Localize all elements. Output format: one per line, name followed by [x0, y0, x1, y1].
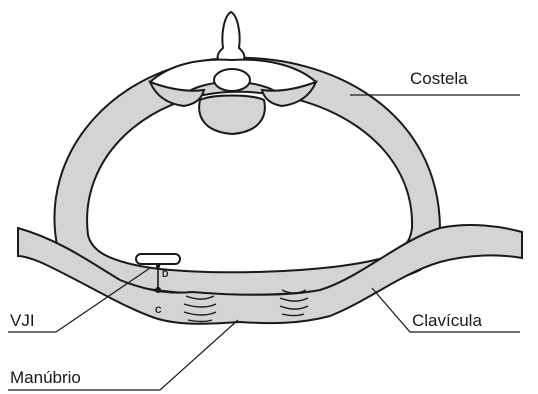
point-d-marker [156, 264, 160, 268]
label-costela: Costela [410, 69, 468, 88]
spinous-process [218, 12, 245, 64]
label-point-d: D [162, 269, 169, 279]
vertebral-foramen [214, 69, 250, 91]
vji-vessel [136, 254, 180, 264]
label-vji: VJI [10, 311, 35, 330]
label-manubrio: Manúbrio [10, 368, 81, 387]
label-clavicula: Clavícula [412, 311, 482, 330]
point-c-marker [155, 287, 161, 293]
label-point-c: C [155, 305, 162, 315]
